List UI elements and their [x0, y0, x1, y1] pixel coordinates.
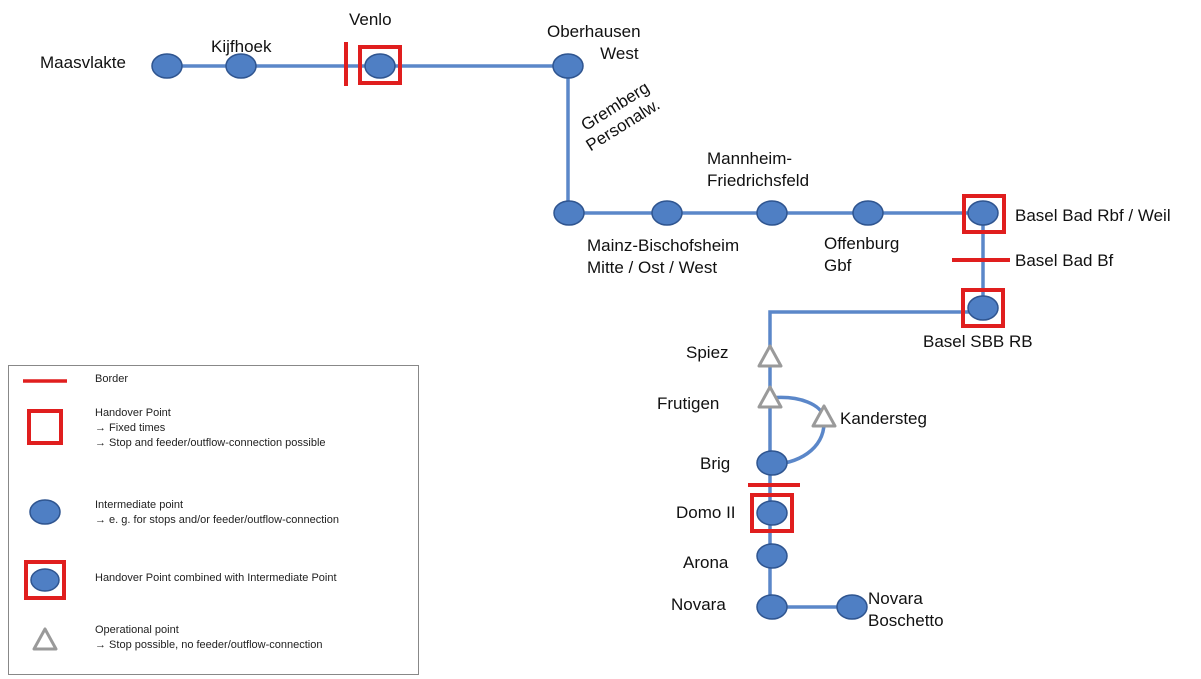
- label-novara: Novara: [671, 595, 726, 614]
- label-mannheim: Mannheim- Friedrichsfeld: [707, 149, 810, 190]
- node-arona: [756, 543, 788, 569]
- operational-triangle-icon: [32, 627, 58, 651]
- label-frutigen: Frutigen: [657, 394, 720, 413]
- operational-kandersteg: [811, 404, 837, 428]
- label-mainz: Mainz-Bischofsheim Mitte / Ost / West: [587, 236, 740, 277]
- handover-basel-sbb: [961, 288, 1005, 328]
- legend: Border Handover Point → Fixed times → St…: [8, 365, 419, 675]
- label-spiez: Spiez: [686, 343, 729, 362]
- label-domo: Domo II: [676, 503, 736, 522]
- label-oberhausen: Oberhausen West: [547, 22, 641, 63]
- label-basel-sbb: Basel SBB RB: [923, 332, 1033, 351]
- route-line-alpine: [768, 310, 985, 609]
- label-arona: Arona: [683, 553, 729, 572]
- operational-spiez: [757, 344, 783, 368]
- legend-operational-text: Operational point → Stop possible, no fe…: [95, 624, 323, 651]
- node-kijfhoek: [225, 53, 257, 79]
- node-offenburg: [852, 200, 884, 226]
- label-venlo: Venlo: [349, 10, 392, 29]
- node-basel-sbb: [967, 295, 999, 321]
- legend-intermediate-text: Intermediate point → e. g. for stops and…: [95, 499, 339, 526]
- node-venlo: [364, 53, 396, 79]
- node-gremberg: [553, 200, 585, 226]
- route-line-north: [163, 64, 987, 215]
- label-offenburg: Offenburg Gbf: [824, 234, 900, 275]
- label-brig: Brig: [700, 454, 731, 473]
- intermediate-point-icon: [29, 499, 61, 525]
- node-basel-bad-rbf: [967, 200, 999, 226]
- node-maasvlakte: [151, 53, 183, 79]
- node-domo: [756, 500, 788, 526]
- handover-domo: [750, 493, 794, 533]
- label-maasvlakte: Maasvlakte: [40, 53, 126, 72]
- node-novara-boschetto: [836, 594, 868, 620]
- label-basel-bad-rbf: Basel Bad Rbf / Weil: [1015, 206, 1171, 225]
- label-basel-bad-bf: Basel Bad Bf: [1015, 251, 1114, 270]
- legend-combined-text: Handover Point combined with Intermediat…: [95, 572, 337, 584]
- handover-basel-bad-rbf: [962, 194, 1006, 234]
- node-mannheim: [756, 200, 788, 226]
- legend-border-text: Border: [95, 373, 129, 385]
- combined-point-icon: [24, 560, 66, 600]
- border-line-icon: [23, 379, 67, 383]
- handover-venlo: [358, 45, 402, 85]
- node-oberhausen: [552, 53, 584, 79]
- handover-square-icon: [27, 409, 63, 445]
- label-kandersteg: Kandersteg: [840, 409, 927, 428]
- node-brig: [756, 450, 788, 476]
- node-novara: [756, 594, 788, 620]
- label-novara-boschetto: Novara Boschetto: [868, 589, 944, 630]
- operational-frutigen: [757, 385, 783, 409]
- legend-handover-text: Handover Point → Fixed times → Stop and …: [95, 407, 326, 449]
- label-kijfhoek: Kijfhoek: [211, 37, 272, 56]
- node-mainz: [651, 200, 683, 226]
